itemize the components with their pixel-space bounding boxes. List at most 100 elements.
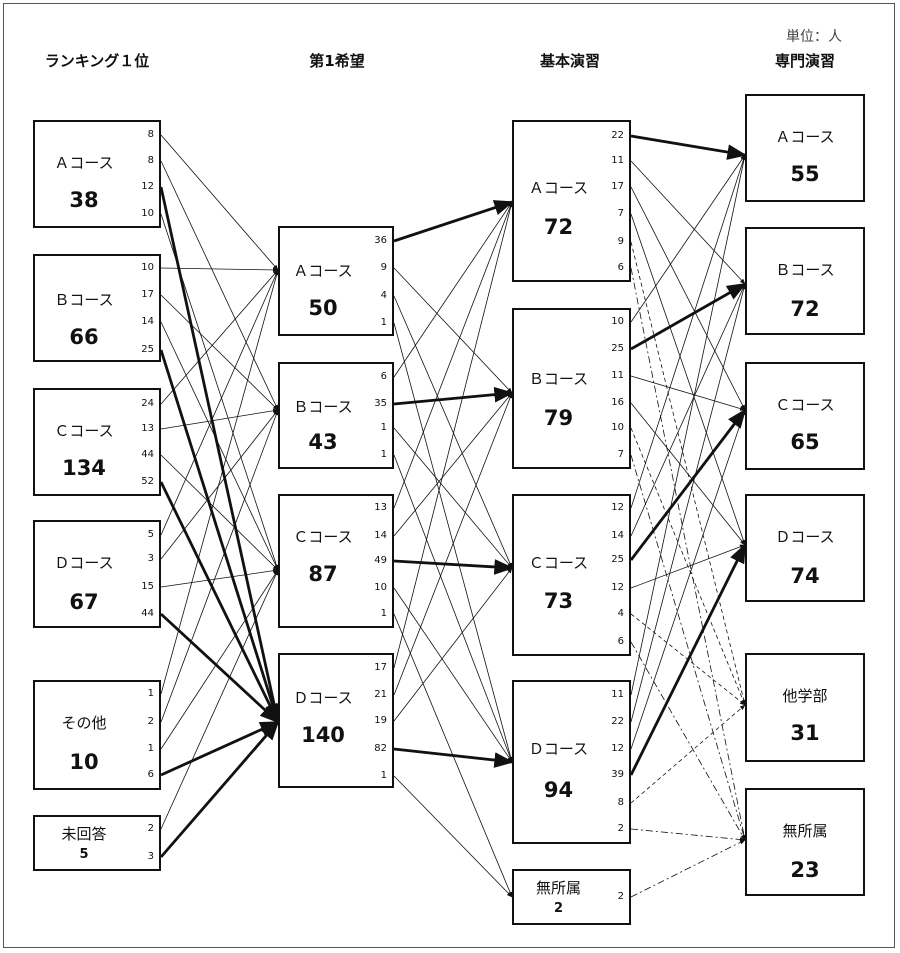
- flow-arrow: [393, 201, 513, 669]
- ranking-course-flow-count: 10: [141, 208, 154, 219]
- flow-arrow: [160, 569, 279, 830]
- flow-arrow: [630, 544, 746, 589]
- basic-seminar-course-flow-count: 14: [611, 530, 624, 541]
- ranking-course-total: 67: [69, 590, 99, 614]
- flow-arrow: [393, 559, 514, 575]
- header-specialized-seminar: 専門演習: [774, 52, 835, 70]
- unit-label: 単位：人: [786, 29, 842, 45]
- ranking-course-flow-count: 1: [147, 743, 154, 754]
- first-choice-course-name: Ｃコース: [293, 528, 353, 546]
- specialized-seminar-course-name: Ｂコース: [775, 261, 835, 279]
- header-ranking: ランキング１位: [44, 52, 150, 70]
- basic-seminar-course-flow-count: 16: [611, 397, 624, 408]
- flow-arrow: [393, 267, 513, 394]
- flow-arrow: [630, 283, 746, 537]
- first-choice-course-flow-count: 1: [380, 770, 387, 781]
- ranking-course-flow-count: 14: [141, 316, 154, 327]
- first-choice-course-total: 87: [308, 562, 338, 586]
- flow-arrow: [160, 269, 279, 405]
- basic-seminar-course-total: 2: [553, 901, 564, 916]
- flow-arrow: [160, 269, 279, 695]
- flow-arrow: [630, 641, 746, 841]
- first-choice-course-flow-count: 21: [374, 689, 387, 700]
- ranking-course-flow-count: 2: [147, 823, 154, 834]
- ranking-course-total: 10: [69, 750, 99, 774]
- flow-arrow: [160, 409, 279, 723]
- first-choice-course-total: 43: [308, 430, 338, 454]
- basic-seminar-course-flow-count: 25: [611, 554, 624, 565]
- flow-arrow: [630, 213, 746, 546]
- flow-arrow: [159, 720, 280, 858]
- basic-seminar-course-flow-count: 25: [611, 343, 624, 354]
- basic-seminar-course-total: 94: [543, 778, 574, 802]
- flow-arrow: [160, 267, 279, 273]
- flow-arrow: [160, 321, 279, 571]
- first-choice-course-flow-count: 4: [380, 290, 387, 301]
- flow-arrow: [159, 186, 282, 724]
- flow-arrow: [160, 454, 279, 571]
- flow-arrow: [629, 543, 747, 776]
- specialized-seminar-course-total: 23: [790, 858, 820, 882]
- ranking-course-name: Ｃコース: [54, 422, 114, 440]
- flow-arrow: [393, 200, 514, 243]
- flow-arrow: [393, 392, 513, 537]
- flow-arrow: [393, 747, 514, 768]
- flow-arrow: [630, 154, 746, 509]
- ranking-course-flow-count: 6: [147, 769, 154, 780]
- flow-arrow: [393, 201, 513, 509]
- specialized-seminar-course-name: 他学部: [782, 687, 828, 705]
- basic-seminar-course-total: 72: [543, 215, 574, 239]
- ranking-course-flow-count: 12: [141, 181, 154, 192]
- flow-arrow: [393, 454, 513, 763]
- flow-arrow: [160, 408, 279, 430]
- flow-arrow: [393, 295, 513, 569]
- header-first-choice: 第1希望: [309, 52, 365, 70]
- flow-arrow: [393, 427, 513, 569]
- flow-arrow: [159, 349, 281, 724]
- basic-seminar-course-flow-count: 11: [611, 370, 624, 381]
- flow-arrow: [160, 213, 279, 571]
- ranking-course-flow-count: 52: [141, 476, 154, 487]
- first-choice-course-name: Ａコース: [293, 262, 353, 280]
- ranking-course-flow-count: 15: [141, 581, 154, 592]
- specialized-seminar-course-name: 無所属: [782, 822, 828, 840]
- basic-seminar-course-flow-count: 17: [611, 181, 624, 192]
- flow-arrow: [393, 567, 513, 722]
- first-choice-course-total: 50: [308, 296, 338, 320]
- first-choice-course-flow-count: 9: [380, 262, 387, 273]
- specialized-seminar-course-total: 65: [790, 430, 820, 454]
- ranking-course-flow-count: 5: [147, 529, 154, 540]
- flow-arrow: [160, 569, 279, 750]
- flow-arrow: [160, 409, 279, 560]
- basic-seminar-course-flow-count: 10: [611, 422, 624, 433]
- flow-arrow: [393, 201, 513, 378]
- ranking-course-total: 5: [79, 847, 89, 862]
- ranking-course-flow-count: 2: [147, 716, 154, 727]
- basic-seminar-course-flow-count: 12: [611, 502, 624, 513]
- ranking-course-flow-count: 8: [147, 155, 154, 166]
- first-choice-course-flow-count: 17: [374, 662, 387, 673]
- basic-seminar-course-flow-count: 4: [617, 608, 624, 619]
- first-choice-course-flow-count: 1: [380, 608, 387, 619]
- specialized-seminar-course-name: Ｄコース: [775, 528, 835, 546]
- basic-seminar-course-flow-count: 11: [611, 155, 624, 166]
- flow-arrow: [629, 408, 747, 561]
- basic-seminar-course-name: Ｂコース: [528, 370, 589, 388]
- flow-arrow: [630, 282, 747, 351]
- flow-arrow: [393, 386, 514, 406]
- flow-arrow: [630, 402, 746, 546]
- flow-arrow: [630, 267, 747, 841]
- flow-arrow: [630, 828, 746, 842]
- flow-arrow: [160, 269, 279, 536]
- basic-seminar-course-flow-count: 22: [611, 130, 624, 141]
